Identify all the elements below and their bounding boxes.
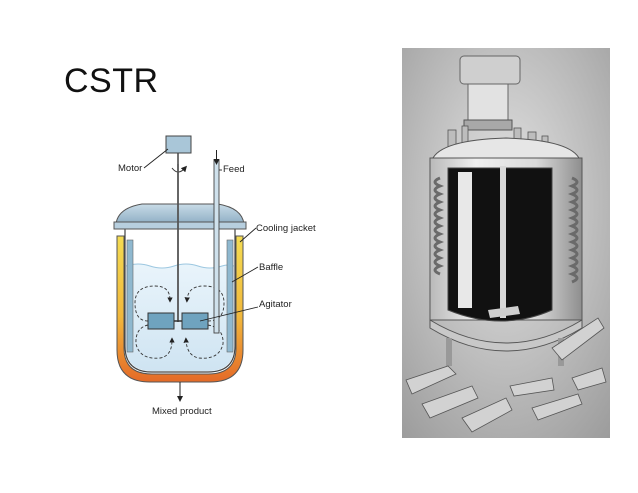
leader-lines [143, 148, 259, 322]
baffle-left [126, 239, 134, 353]
agitator-label: Agitator [259, 299, 292, 310]
slide-title: CSTR [64, 62, 159, 100]
liquid [126, 264, 234, 371]
motor-label: Motor [118, 163, 142, 174]
feed-pipe [213, 150, 220, 334]
motor [165, 135, 192, 164]
photo-coils [433, 176, 579, 284]
cooling-jacket-label: Cooling jacket [256, 223, 316, 234]
photo-parts [405, 317, 607, 433]
mixed-product-label: Mixed product [152, 406, 212, 417]
photo-motor [459, 55, 521, 131]
photo-dome [431, 137, 581, 161]
baffle-label: Baffle [259, 262, 283, 273]
feed-label: Feed [223, 164, 245, 175]
cooling-jacket [116, 235, 244, 383]
reactor-photo [402, 48, 610, 438]
vessel-lid [113, 203, 247, 230]
vessel [124, 228, 236, 373]
baffle-right [226, 239, 234, 353]
